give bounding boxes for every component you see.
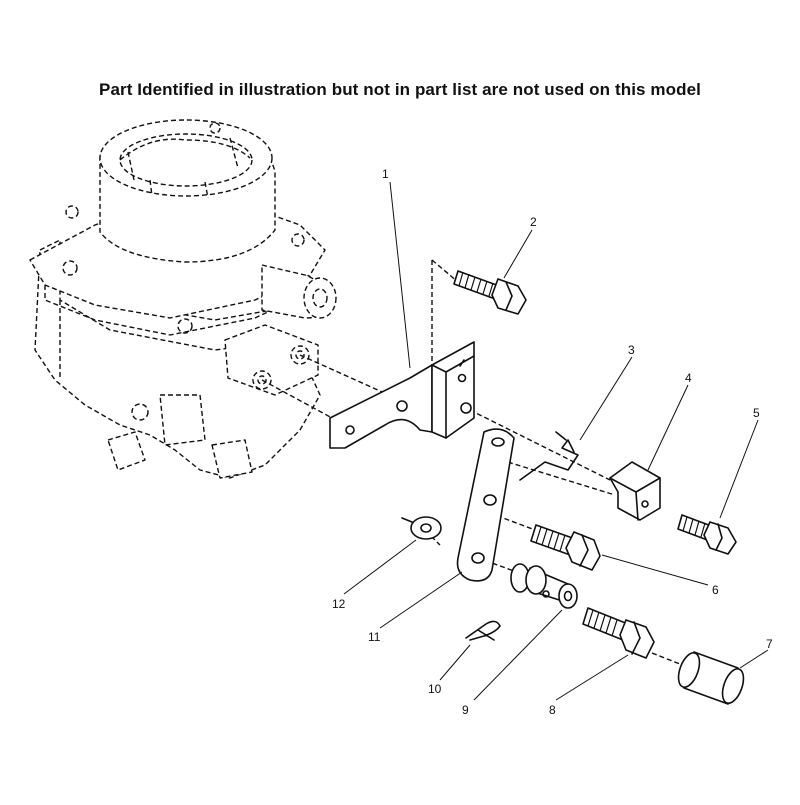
bolt-part-5 xyxy=(677,514,737,555)
cap-part-7 xyxy=(677,651,745,705)
swivel-part-9 xyxy=(510,563,578,609)
hairpin-clip-part-10 xyxy=(465,620,501,641)
callout-6: 6 xyxy=(712,583,719,597)
bolt-part-8 xyxy=(582,607,655,659)
callout-4: 4 xyxy=(685,371,692,385)
callout-numbers: 1 2 3 4 5 6 7 8 9 10 11 12 xyxy=(332,167,773,717)
callout-1: 1 xyxy=(382,167,389,181)
bolt-part-2 xyxy=(453,270,527,315)
callout-12: 12 xyxy=(332,597,346,611)
callout-3: 3 xyxy=(628,343,635,357)
parts-note: Part Identified in illustration but not … xyxy=(99,80,701,99)
washer-part-12 xyxy=(401,516,442,540)
carburetor-body xyxy=(29,119,337,479)
callout-11: 11 xyxy=(368,630,381,644)
callout-8: 8 xyxy=(549,703,556,717)
callout-leaders xyxy=(343,181,769,701)
callout-7: 7 xyxy=(766,637,773,651)
assembly-projection-lines xyxy=(261,259,691,669)
callout-9: 9 xyxy=(462,703,469,717)
bolt-part-6 xyxy=(530,524,601,571)
callout-5: 5 xyxy=(753,406,760,420)
callout-10: 10 xyxy=(428,682,442,696)
clip-block-part-4 xyxy=(609,461,661,521)
callout-2: 2 xyxy=(530,215,537,229)
throttle-lever-part-11 xyxy=(456,428,515,582)
mounting-bracket xyxy=(329,341,475,449)
linkage-rod-part-3 xyxy=(519,431,579,481)
